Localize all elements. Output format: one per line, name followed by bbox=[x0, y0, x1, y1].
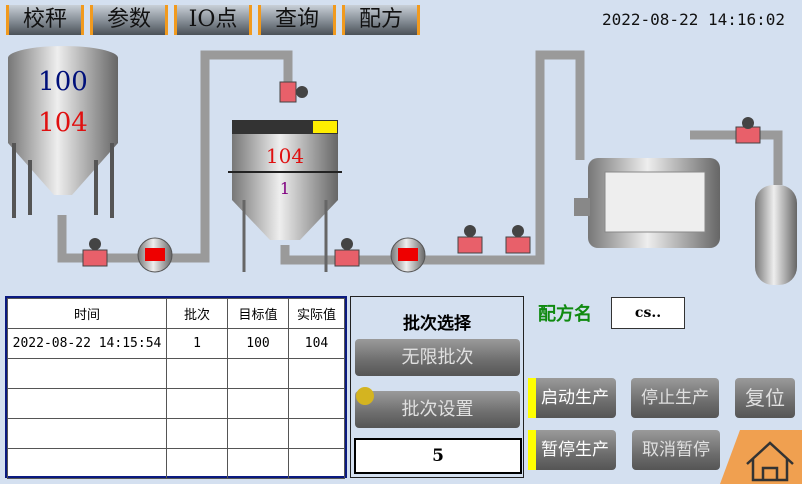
pause-indicator bbox=[528, 430, 536, 470]
datetime: 2022-08-22 14:16:02 bbox=[602, 10, 786, 29]
table-row bbox=[7, 358, 345, 389]
batch-count-input[interactable]: 5 bbox=[354, 438, 522, 474]
tab-parameters[interactable]: 参数 bbox=[90, 5, 168, 35]
silo-actual: 104 bbox=[38, 108, 88, 138]
start-production-button[interactable]: 启动生产 bbox=[528, 378, 616, 418]
table-header: 时间 批次 目标值 实际值 bbox=[7, 298, 345, 329]
col-time: 时间 bbox=[7, 298, 167, 329]
batch-select-panel: 批次选择 无限批次 批次设置 5 bbox=[350, 296, 524, 478]
col-batch: 批次 bbox=[166, 298, 228, 329]
col-target: 目标值 bbox=[227, 298, 289, 329]
mixer-batch: 1 bbox=[280, 179, 290, 198]
table-row bbox=[7, 418, 345, 449]
dryer bbox=[574, 158, 720, 248]
silo-target: 100 bbox=[38, 67, 88, 97]
mixer-weight: 104 bbox=[266, 144, 304, 168]
col-actual: 实际值 bbox=[288, 298, 345, 329]
recipe-label: 配方名 bbox=[538, 304, 592, 325]
start-indicator bbox=[528, 378, 536, 418]
pumps bbox=[137, 237, 426, 273]
tab-calibrate[interactable]: 校秤 bbox=[6, 5, 84, 35]
silo bbox=[8, 46, 118, 218]
batch-panel-title: 批次选择 bbox=[403, 314, 471, 334]
home-icon bbox=[746, 441, 794, 482]
pause-production-button[interactable]: 暂停生产 bbox=[528, 430, 616, 470]
tab-io[interactable]: IO点 bbox=[174, 5, 252, 35]
home-button[interactable] bbox=[720, 430, 802, 484]
recipe-name-field[interactable]: cs.. bbox=[611, 297, 685, 329]
batch-setting-button[interactable]: 批次设置 bbox=[355, 391, 520, 428]
mixer-tank bbox=[228, 120, 342, 272]
tab-recipe[interactable]: 配方 bbox=[342, 5, 420, 35]
pipes bbox=[57, 50, 783, 265]
cancel-pause-button[interactable]: 取消暂停 bbox=[632, 430, 720, 470]
unlimited-batch-button[interactable]: 无限批次 bbox=[355, 339, 520, 376]
tab-query[interactable]: 查询 bbox=[258, 5, 336, 35]
table-row bbox=[7, 388, 345, 419]
process-diagram: 100 104 104 1 bbox=[8, 46, 797, 285]
receiver-tank bbox=[755, 185, 797, 285]
reset-button[interactable]: 复位 bbox=[735, 378, 795, 418]
table-row bbox=[7, 448, 345, 479]
batch-setting-lamp bbox=[356, 387, 374, 405]
valves bbox=[82, 81, 761, 267]
stop-production-button[interactable]: 停止生产 bbox=[631, 378, 719, 418]
